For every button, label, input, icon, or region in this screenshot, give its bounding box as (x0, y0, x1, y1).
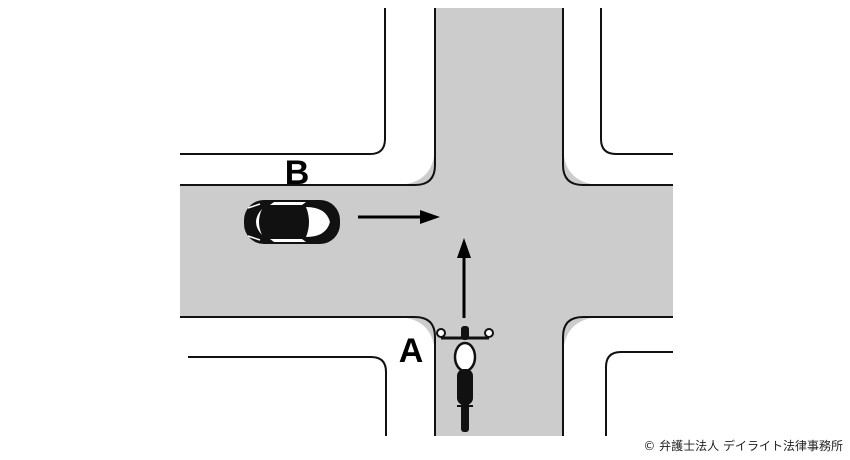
curbs (180, 8, 673, 436)
motorcycle-rear-wheel (461, 402, 469, 432)
sidewalk-edge-bottom-left (188, 356, 387, 436)
sidewalk-edge-top-left (180, 8, 386, 155)
motorcycle-mirror-right (484, 328, 494, 338)
car-body-line-bottom (247, 235, 261, 241)
sidewalk-edge-top-right (600, 8, 673, 155)
car-roof (270, 206, 304, 238)
car-windshield (306, 207, 330, 237)
car-side-window-bottom (270, 239, 306, 242)
arrow-a-head (457, 238, 471, 258)
corner-fillet-top-left (395, 145, 435, 185)
copyright-notice: © 弁護士法人 デイライト法律事務所 (643, 439, 843, 453)
car-body-line-top (247, 203, 261, 209)
arrow-b-east (358, 210, 440, 224)
vehicle-a-label: A (399, 332, 424, 370)
car-side-window-top (270, 202, 306, 205)
arrow-b-head (420, 210, 440, 224)
curb-top-right (562, 8, 673, 186)
corner-fillet-bottom-left (395, 317, 435, 357)
curb-bottom-right (562, 316, 673, 436)
corner-fillet-top-right (563, 145, 603, 185)
corner-fillet-bottom-right (563, 317, 603, 357)
vehicle-b-label: B (285, 154, 310, 192)
car-rear-window (256, 209, 262, 235)
vehicle-b-car (244, 200, 340, 244)
motorcycle-tank (453, 341, 477, 373)
vehicle-a-motorcycle (436, 326, 494, 432)
motorcycle-seat (457, 369, 473, 405)
curb-top-left (180, 8, 436, 186)
sidewalk-edge-bottom-right (605, 351, 673, 436)
motorcycle-front-wheel (461, 326, 469, 340)
curb-bottom-left (180, 316, 436, 436)
sidewalk-edges (180, 8, 673, 436)
arrow-a-north (457, 238, 471, 318)
motorcycle-mirror-left (436, 328, 446, 338)
